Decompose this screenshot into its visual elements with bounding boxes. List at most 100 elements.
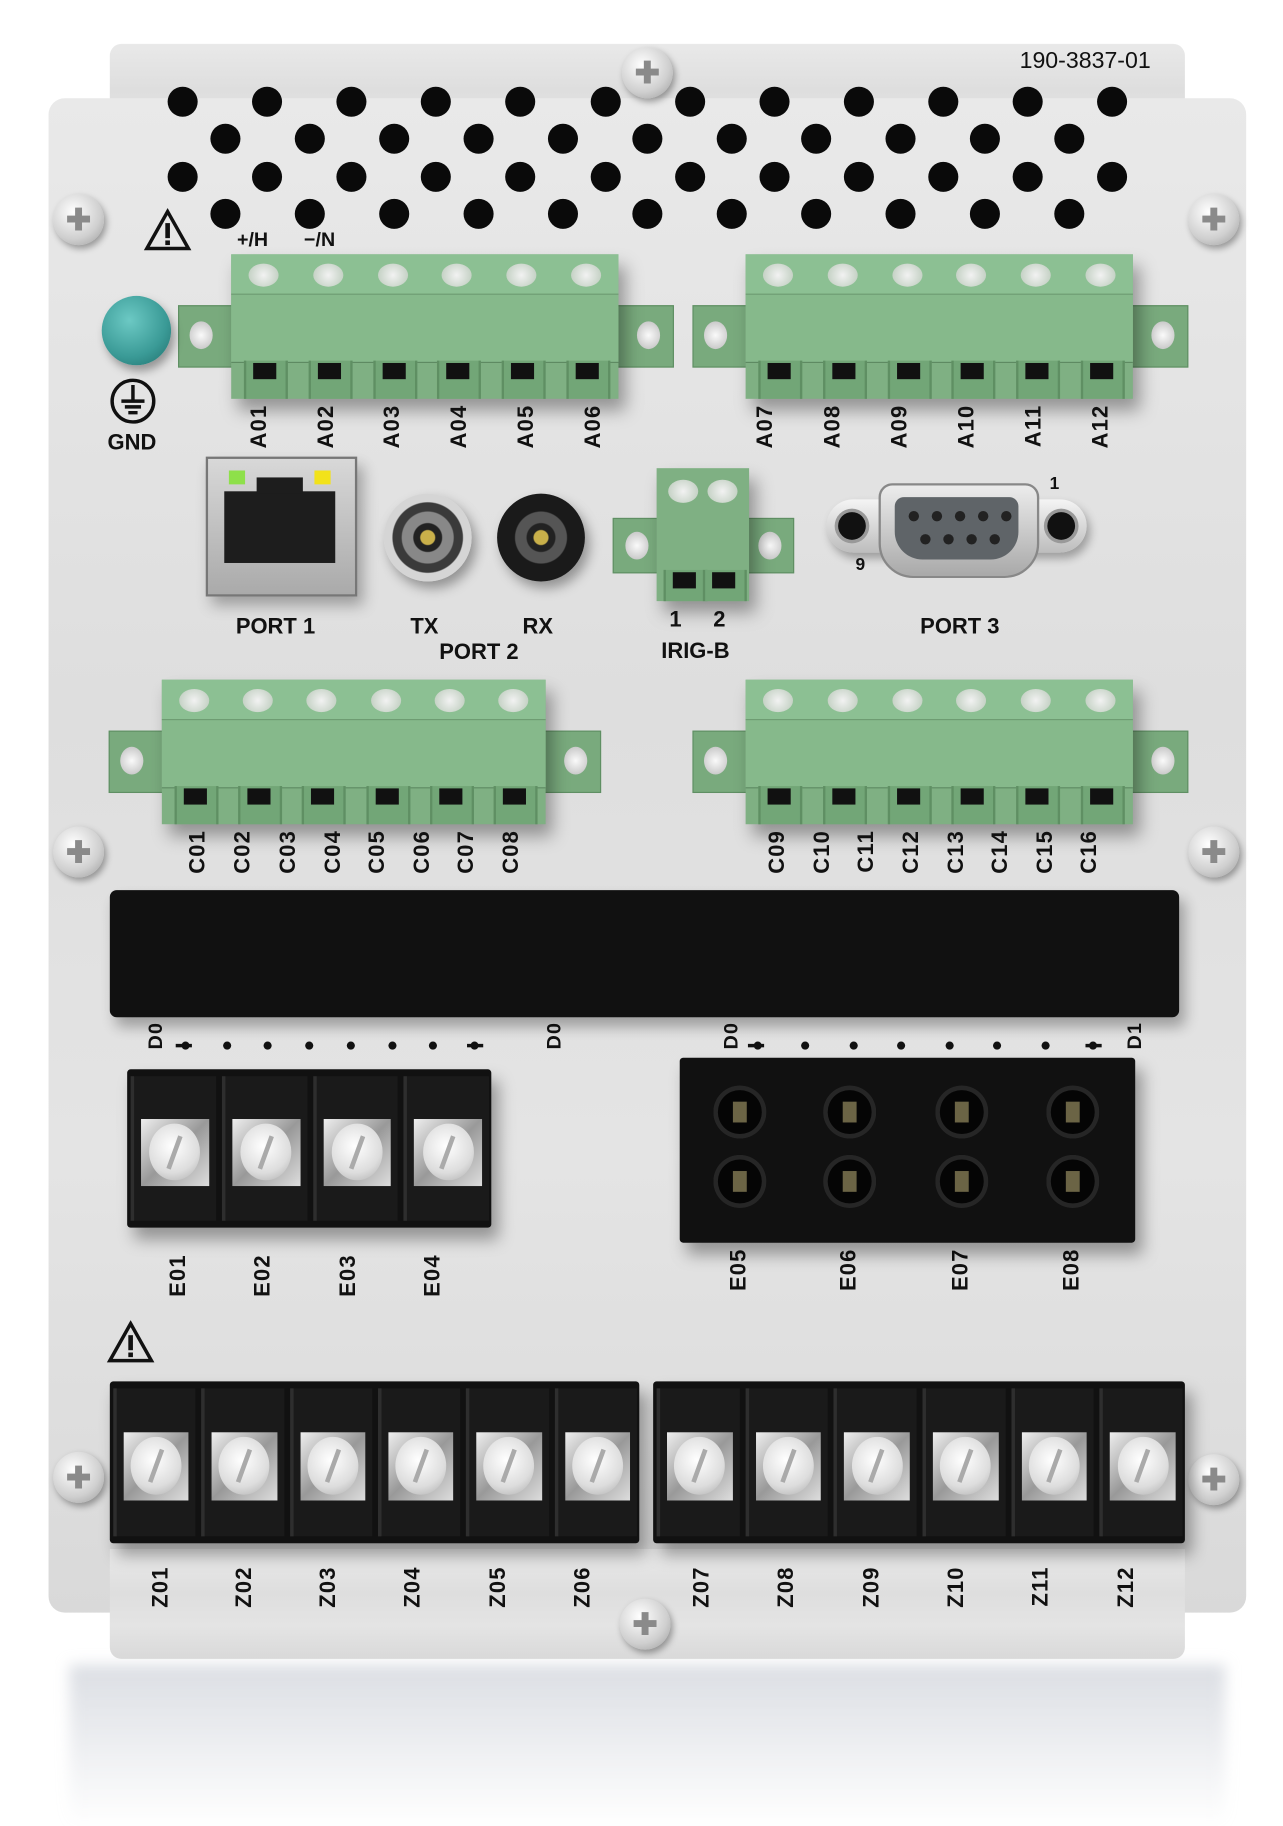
terminal-socket[interactable]: [823, 1085, 877, 1139]
wire-entry[interactable]: [238, 786, 283, 825]
wire-entry[interactable]: [822, 360, 867, 399]
terminal-screw-icon[interactable]: [395, 1436, 447, 1496]
terminal-screw-icon[interactable]: [891, 688, 923, 713]
wire-entry[interactable]: [501, 360, 546, 399]
terminal-screw-icon[interactable]: [956, 263, 987, 287]
wire-entry[interactable]: [887, 786, 932, 825]
terminal-screw-icon[interactable]: [940, 1436, 992, 1496]
terminal-cell[interactable]: [289, 1388, 373, 1537]
terminal-screw-icon[interactable]: [483, 1436, 535, 1496]
terminal-screw-icon[interactable]: [219, 1436, 270, 1496]
wire-entry[interactable]: [951, 786, 996, 825]
terminal-screw-icon[interactable]: [377, 263, 408, 287]
wire-entry[interactable]: [566, 360, 611, 399]
terminal-screw-icon[interactable]: [1085, 263, 1116, 287]
terminal-block-c-right[interactable]: [745, 679, 1133, 825]
terminal-screw-icon[interactable]: [370, 688, 401, 713]
terminal-cell[interactable]: [403, 1076, 489, 1221]
wire-entry[interactable]: [1080, 360, 1125, 399]
terminal-screw-icon[interactable]: [1021, 688, 1052, 713]
terminal-socket[interactable]: [823, 1154, 877, 1209]
terminal-screw-icon[interactable]: [1021, 263, 1052, 287]
ground-screw[interactable]: [101, 295, 172, 366]
terminal-socket[interactable]: [935, 1085, 989, 1139]
terminal-cell[interactable]: [833, 1388, 917, 1537]
terminal-screw-icon[interactable]: [1085, 688, 1116, 713]
wire-entry[interactable]: [951, 360, 996, 399]
terminal-screw-icon[interactable]: [242, 688, 273, 713]
terminal-block-a-left[interactable]: [231, 254, 619, 399]
terminal-socket[interactable]: [713, 1154, 767, 1209]
terminal-screw-icon[interactable]: [178, 688, 209, 713]
wire-entry[interactable]: [430, 786, 474, 825]
terminal-cell[interactable]: [554, 1388, 637, 1537]
wire-entry[interactable]: [493, 786, 538, 825]
fiber-rx-port[interactable]: [497, 493, 585, 582]
terminal-cell[interactable]: [1011, 1388, 1094, 1537]
terminal-cell[interactable]: [745, 1388, 829, 1537]
terminal-screw-icon[interactable]: [827, 263, 858, 287]
terminal-cell[interactable]: [130, 1076, 216, 1221]
wire-entry[interactable]: [308, 360, 353, 399]
wire-entry[interactable]: [1016, 360, 1061, 399]
wire-entry[interactable]: [822, 786, 867, 825]
wire-entry[interactable]: [243, 360, 288, 399]
terminal-screw-icon[interactable]: [130, 1436, 182, 1496]
terminal-cell[interactable]: [312, 1076, 398, 1221]
terminal-cell[interactable]: [201, 1388, 284, 1537]
terminal-screw-icon[interactable]: [1028, 1436, 1080, 1496]
terminal-screw-icon[interactable]: [434, 688, 465, 713]
terminal-screw-icon[interactable]: [762, 688, 793, 713]
mount-screw-icon: [189, 321, 213, 350]
wire-entry[interactable]: [758, 360, 803, 399]
terminal-block-a-right[interactable]: [745, 254, 1133, 399]
terminal-screw-icon[interactable]: [956, 688, 987, 713]
serial-port-3[interactable]: [878, 483, 1040, 578]
terminal-socket[interactable]: [1046, 1154, 1100, 1209]
terminal-screw-icon[interactable]: [851, 1436, 903, 1496]
terminal-cell[interactable]: [378, 1388, 461, 1537]
terminal-screw-icon[interactable]: [331, 1123, 383, 1181]
terminal-cell[interactable]: [1099, 1388, 1183, 1537]
terminal-screw-icon[interactable]: [306, 688, 337, 713]
terminal-screw-icon[interactable]: [891, 263, 923, 287]
wire-entry[interactable]: [887, 360, 932, 399]
wire-entry[interactable]: [758, 786, 803, 825]
terminal-screw-icon[interactable]: [240, 1123, 292, 1181]
terminal-cell[interactable]: [922, 1388, 1006, 1537]
terminal-screw-icon[interactable]: [762, 263, 793, 287]
irig-b-connector[interactable]: [656, 468, 750, 602]
wire-entry[interactable]: [174, 786, 219, 825]
terminal-screw-icon[interactable]: [506, 263, 537, 287]
wire-entry[interactable]: [1016, 786, 1061, 825]
terminal-socket[interactable]: [1046, 1085, 1100, 1139]
terminal-screw-icon[interactable]: [312, 263, 344, 287]
terminal-screw-icon[interactable]: [498, 688, 529, 713]
terminal-screw-icon[interactable]: [442, 263, 473, 287]
terminal-screw-icon[interactable]: [307, 1436, 359, 1496]
terminal-cell[interactable]: [221, 1076, 307, 1221]
terminal-screw-icon[interactable]: [674, 1436, 726, 1496]
terminal-screw-icon[interactable]: [827, 688, 858, 713]
terminal-screw-icon[interactable]: [149, 1123, 201, 1181]
terminal-screw-icon[interactable]: [422, 1123, 474, 1181]
terminal-cover-d[interactable]: [109, 890, 1180, 1018]
terminal-cell[interactable]: [113, 1388, 196, 1537]
fiber-tx-port[interactable]: [383, 493, 472, 582]
wire-entry[interactable]: [372, 360, 417, 399]
terminal-screw-icon[interactable]: [1117, 1436, 1169, 1496]
terminal-screw-icon[interactable]: [572, 1436, 623, 1496]
terminal-screw-icon[interactable]: [571, 263, 602, 287]
wire-entry[interactable]: [437, 360, 482, 399]
wire-entry[interactable]: [302, 786, 347, 825]
terminal-cell[interactable]: [466, 1388, 549, 1537]
terminal-socket[interactable]: [713, 1085, 767, 1139]
terminal-block-c-left[interactable]: [161, 679, 546, 825]
terminal-cell[interactable]: [656, 1388, 740, 1537]
terminal-screw-icon[interactable]: [248, 263, 279, 287]
wire-entry[interactable]: [1080, 786, 1125, 825]
terminal-screw-icon[interactable]: [762, 1436, 814, 1496]
ethernet-port-1[interactable]: [205, 456, 358, 597]
wire-entry[interactable]: [366, 786, 410, 825]
terminal-socket[interactable]: [935, 1154, 989, 1209]
